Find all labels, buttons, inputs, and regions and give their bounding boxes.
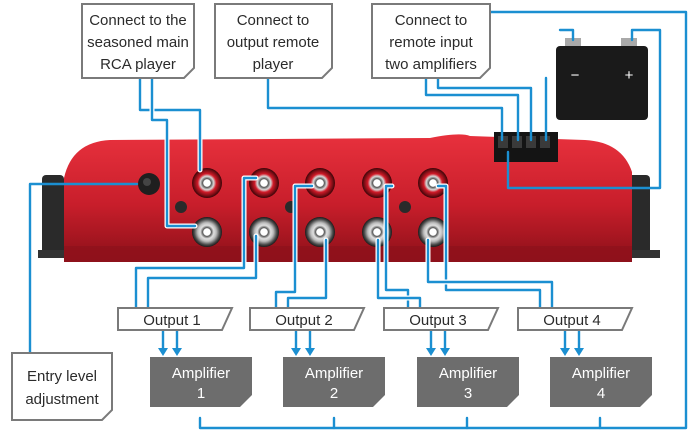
rca-output2-white-jack[interactable] — [305, 217, 335, 247]
wires — [28, 10, 688, 430]
callout-output-remote-line1: Connect to — [237, 12, 310, 29]
callout-remote-input-line3: two amplifiers — [385, 56, 477, 73]
amplifier-1-title: Amplifier — [172, 365, 230, 382]
callout-remote-input: Connect to remote input two amplifiers — [371, 3, 491, 79]
callout-entry-level-line1: Entry level — [27, 368, 97, 385]
amplifier-2: Amplifier 2 — [283, 357, 385, 407]
amplifier-1: Amplifier 1 — [150, 357, 252, 407]
amplifier-1-number: 1 — [197, 385, 205, 402]
battery-minus-sign: − — [571, 67, 580, 84]
rca-input-red-jack[interactable] — [192, 168, 222, 198]
output-1-text: Output 1 — [143, 312, 201, 329]
callout-output-remote: Connect to output remote player — [214, 3, 333, 79]
callout-main-rca-line1: Connect to the — [89, 12, 187, 29]
battery-plus-sign: + — [625, 67, 634, 84]
callout-entry-level-line2: adjustment — [25, 391, 99, 408]
amplifier-3: Amplifier 3 — [417, 357, 519, 407]
callout-remote-input-line1: Connect to — [395, 12, 468, 29]
callout-output-remote-line2: output remote — [227, 34, 320, 51]
amplifier-2-title: Amplifier — [305, 365, 363, 382]
callout-output-remote-line3: player — [253, 56, 294, 73]
output-label-2: Output 2 — [249, 307, 366, 331]
output-2-text: Output 2 — [275, 312, 333, 329]
amplifier-4-title: Amplifier — [572, 365, 630, 382]
output-label-1: Output 1 — [117, 307, 234, 331]
rca-output1-red-jack[interactable] — [249, 168, 279, 198]
rca-input-white-jack[interactable] — [192, 217, 222, 247]
amplifier-3-number: 3 — [464, 385, 472, 402]
output-label-3: Output 3 — [383, 307, 500, 331]
rca-output2-red-jack[interactable] — [305, 168, 335, 198]
amplifier-4-number: 4 — [597, 385, 605, 402]
output-3-text: Output 3 — [409, 312, 467, 329]
amplifier-2-number: 2 — [330, 385, 338, 402]
rca-output4-red-jack[interactable] — [418, 168, 448, 198]
output-4-text: Output 4 — [543, 312, 601, 329]
splitter-device — [38, 132, 660, 262]
callout-main-rca-line2: seasoned main — [87, 34, 189, 51]
rca-output4-white-jack[interactable] — [418, 217, 448, 247]
battery: − + — [556, 38, 648, 120]
callout-remote-input-line2: remote input — [389, 34, 473, 51]
callout-main-rca-line3: RCA player — [100, 56, 176, 73]
amplifier-4: Amplifier 4 — [550, 357, 652, 407]
callout-entry-level: Entry level adjustment — [11, 352, 113, 421]
amplifier-3-title: Amplifier — [439, 365, 497, 382]
callout-main-rca: Connect to the seasoned main RCA player — [81, 3, 195, 79]
output-label-4: Output 4 — [517, 307, 634, 331]
